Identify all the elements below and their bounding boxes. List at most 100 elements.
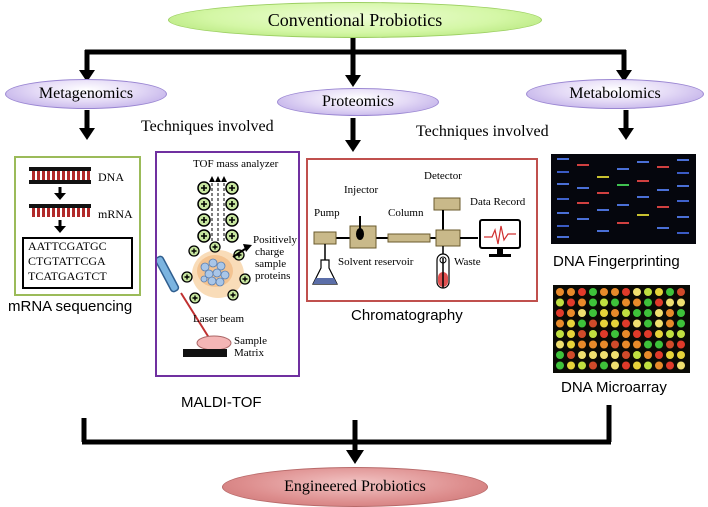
- microarray-spot: [611, 351, 619, 359]
- microarray-spot: [611, 330, 619, 338]
- microarray-spot: [567, 330, 575, 338]
- chromatography-panel: Injector Detector Pump Column Data Recor…: [306, 158, 538, 302]
- metabolomics-node: Metabolomics: [526, 79, 704, 109]
- microarray-spot: [644, 340, 652, 349]
- microarray-spot: [666, 298, 674, 307]
- microarray-spot: [655, 319, 663, 328]
- sequence-line: CTGTATTCGA: [28, 254, 106, 268]
- microarray-spot: [578, 340, 586, 349]
- maldi-tof-panel: TOF mass analyzer Positively charge samp…: [155, 151, 300, 377]
- maldi-tof-caption: MALDI-TOF: [181, 394, 262, 411]
- charge-label: Positively charge sample proteins: [253, 234, 297, 282]
- microarray-spot: [622, 319, 630, 328]
- microarray-spot: [589, 319, 597, 328]
- microarray-spot: [666, 351, 674, 359]
- metagenomics-node: Metagenomics: [5, 79, 167, 109]
- microarray-spot: [611, 288, 619, 296]
- techniques-label-right: Techniques involved: [416, 123, 549, 140]
- microarray-spot: [622, 361, 630, 370]
- microarray-spot: [622, 288, 630, 296]
- microarray-spot: [655, 298, 663, 307]
- maldi-illustration: [157, 176, 252, 357]
- tof-analyzer-label: TOF mass analyzer: [193, 158, 279, 170]
- microarray-spot: [556, 351, 564, 359]
- microarray-spot: [589, 351, 597, 359]
- microarray-spot: [578, 288, 586, 296]
- detector-label: Detector: [424, 170, 462, 182]
- microarray-spot: [578, 298, 586, 307]
- microarray-spot: [655, 309, 663, 317]
- microarray-spot: [633, 340, 641, 349]
- microarray-spot: [633, 309, 641, 317]
- microarray-spot: [644, 351, 652, 359]
- microarray-spot: [633, 361, 641, 370]
- microarray-spot: [633, 298, 641, 307]
- microarray-spot: [589, 309, 597, 317]
- solvent-reservoir-label: Solvent reservoir: [338, 256, 414, 268]
- microarray-spot: [578, 361, 586, 370]
- sequence-line: TCATGAGTCT: [28, 269, 107, 283]
- microarray-spot: [589, 340, 597, 349]
- microarray-spot: [600, 361, 608, 370]
- microarray-spot: [622, 309, 630, 317]
- microarray-spot: [622, 298, 630, 307]
- microarray-spot: [611, 298, 619, 307]
- microarray-spot: [655, 351, 663, 359]
- microarray-spot: [677, 361, 685, 370]
- microarray-spot: [644, 330, 652, 338]
- chromatography-caption: Chromatography: [351, 307, 463, 324]
- microarray-spot: [655, 361, 663, 370]
- microarray-spot: [677, 288, 685, 296]
- microarray-spot: [567, 298, 575, 307]
- microarray-spot: [578, 351, 586, 359]
- microarray-spot: [589, 330, 597, 338]
- microarray-spot: [666, 361, 674, 370]
- column-label: Column: [388, 207, 424, 219]
- microarray-spot: [567, 319, 575, 328]
- matrix-label: Matrix: [234, 347, 264, 359]
- microarray-spot: [677, 340, 685, 349]
- microarray-spot: [677, 319, 685, 328]
- microarray-spots: [556, 288, 685, 370]
- microarray-spot: [644, 319, 652, 328]
- engineered-probiotics-label: Engineered Probiotics: [284, 478, 426, 495]
- charge-label-line: sample: [255, 258, 287, 270]
- dna-fingerprinting-caption: DNA Fingerprinting: [553, 253, 680, 270]
- microarray-spot: [600, 351, 608, 359]
- mrna-panel: DNA mRNA AATTCGATGC CTGTATTCGA TCATGAGTC…: [14, 156, 141, 296]
- microarray-spot: [666, 309, 674, 317]
- dna-fingerprint-gel-image: [551, 154, 696, 244]
- microarray-spot: [556, 298, 564, 307]
- mrna-sequencing-caption: mRNA sequencing: [8, 298, 133, 315]
- waste-label: Waste: [454, 256, 481, 268]
- metagenomics-label: Metagenomics: [38, 85, 134, 102]
- microarray-spot: [611, 319, 619, 328]
- microarray-spot: [600, 298, 608, 307]
- microarray-spot: [578, 330, 586, 338]
- microarray-spot: [666, 330, 674, 338]
- techniques-label-left: Techniques involved: [141, 118, 274, 135]
- microarray-spot: [578, 319, 586, 328]
- proteomics-node: Proteomics: [277, 88, 439, 116]
- microarray-spot: [556, 340, 564, 349]
- microarray-spot: [666, 319, 674, 328]
- microarray-spot: [655, 340, 663, 349]
- microarray-spot: [567, 351, 575, 359]
- microarray-spot: [600, 330, 608, 338]
- microarray-spot: [644, 298, 652, 307]
- microarray-spot: [644, 309, 652, 317]
- charge-label-line: charge: [255, 246, 285, 258]
- microarray-spot: [600, 288, 608, 296]
- microarray-spot: [677, 351, 685, 359]
- microarray-spot: [633, 330, 641, 338]
- chromatography-illustration: [312, 197, 521, 289]
- sample-label: Sample: [234, 335, 267, 347]
- microarray-spot: [611, 361, 619, 370]
- pump-label: Pump: [314, 207, 340, 219]
- microarray-spot: [666, 288, 674, 296]
- microarray-spot: [622, 351, 630, 359]
- dna-label: DNA: [98, 170, 124, 184]
- microarray-spot: [611, 340, 619, 349]
- microarray-spot: [556, 330, 564, 338]
